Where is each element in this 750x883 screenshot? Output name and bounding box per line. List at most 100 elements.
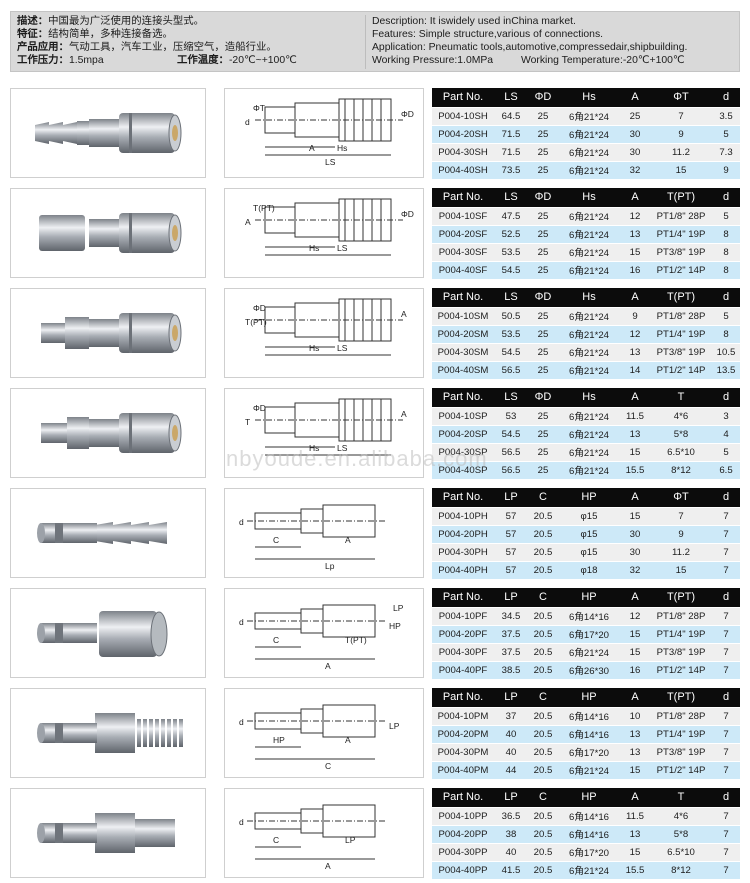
header-divider [365, 15, 366, 69]
spec-cell: 54.5 [494, 261, 528, 280]
spec-cell: 6角21*24 [558, 207, 620, 226]
column-header: T(PT) [650, 688, 712, 708]
dimension-label: ΦT [253, 103, 265, 113]
spec-cell: 7 [712, 707, 740, 726]
column-header: ΦT [650, 488, 712, 508]
cn-temperature-key: 工作温度： [177, 55, 229, 66]
dimension-label: Hs [309, 343, 319, 353]
spec-cell: φ15 [558, 543, 620, 562]
spec-cell: 5 [712, 207, 740, 226]
product-photo [10, 588, 206, 678]
spec-cell: 64.5 [494, 107, 528, 126]
dimension-label: C [273, 535, 279, 545]
spec-cell: 6角21*24 [558, 261, 620, 280]
spec-cell: φ15 [558, 525, 620, 544]
spec-cell: 25 [620, 107, 650, 126]
cn-description-key: 描述： [17, 16, 49, 27]
en-temperature: Working Temperature:-20℃+100℃ [521, 55, 685, 67]
column-header: Part No. [432, 388, 494, 408]
spec-cell: 7 [712, 625, 740, 644]
column-header: A [620, 88, 650, 108]
en-temperature-value: -20℃+100℃ [622, 55, 685, 66]
spec-cell: 8 [712, 261, 740, 280]
cn-application-key: 产品应用： [17, 42, 69, 53]
column-header: Part No. [432, 188, 494, 208]
cn-pressure-value: 1.5mpa [68, 55, 104, 66]
spec-cell: 25 [528, 307, 558, 326]
dimension-label: HP [273, 735, 285, 745]
dimension-label: Lp [325, 561, 335, 571]
part-number-cell: P004-10PH [432, 507, 494, 526]
spec-cell: 71.5 [494, 143, 528, 162]
column-header: ΦT [650, 88, 712, 108]
dimension-label: A [325, 661, 331, 671]
spec-cell: 20.5 [528, 843, 558, 862]
dimension-label: A [325, 861, 331, 871]
spec-cell: 4*6 [650, 807, 712, 826]
part-number-cell: P004-40PH [432, 561, 494, 580]
en-description: Description: It iswidely used inChina ma… [372, 16, 576, 28]
spec-cell: 37 [494, 707, 528, 726]
cn-features-value: 结构简单，多种连接备选。 [48, 29, 173, 40]
spec-cell: 37.5 [494, 643, 528, 662]
column-header: ΦD [528, 88, 558, 108]
spec-cell: 15 [650, 561, 712, 580]
column-header: d [712, 188, 740, 208]
column-header: LS [494, 288, 528, 308]
part-number-cell: P004-10SH [432, 107, 494, 126]
spec-cell: 13 [620, 725, 650, 744]
spec-cell: 5 [712, 443, 740, 462]
column-header: Hs [558, 88, 620, 108]
spec-cell: 57 [494, 561, 528, 580]
spec-cell: PT1/2" 14P [650, 261, 712, 280]
cn-description: 描述：中国最为广泛使用的连接头型式。 [17, 16, 204, 28]
dimension-label: C [325, 761, 331, 771]
spec-cell: 6角21*24 [558, 107, 620, 126]
en-features-value: Simple structure,various of connections. [418, 29, 604, 40]
spec-cell: 25 [528, 443, 558, 462]
spec-cell: 40 [494, 725, 528, 744]
part-number-cell: P004-40SF [432, 261, 494, 280]
spec-cell: 8*12 [650, 461, 712, 480]
column-header: C [528, 788, 558, 808]
spec-cell: 30 [620, 543, 650, 562]
spec-cell: 11.2 [650, 143, 712, 162]
product-photo [10, 388, 206, 478]
column-header: A [620, 388, 650, 408]
column-header: ΦD [528, 188, 558, 208]
spec-cell: 4*6 [650, 407, 712, 426]
column-header: A [620, 688, 650, 708]
spec-cell: 57 [494, 543, 528, 562]
spec-cell: 6角21*24 [558, 407, 620, 426]
dimension-label: ΦD [401, 109, 414, 119]
spec-cell: 6角14*16 [558, 825, 620, 844]
spec-cell: 7 [712, 543, 740, 562]
spec-cell: 12 [620, 325, 650, 344]
spec-cell: 15 [620, 443, 650, 462]
spec-cell: 7 [712, 525, 740, 544]
spec-cell: 9 [712, 161, 740, 180]
spec-cell: 7 [650, 107, 712, 126]
spec-cell: 11.5 [620, 407, 650, 426]
spec-cell: 20.5 [528, 625, 558, 644]
column-header: HP [558, 588, 620, 608]
en-features: Features: Simple structure,various of co… [372, 29, 603, 41]
part-number-cell: P004-30PF [432, 643, 494, 662]
spec-cell: 15 [620, 507, 650, 526]
spec-cell: 7 [650, 507, 712, 526]
spec-cell: 20.5 [528, 543, 558, 562]
